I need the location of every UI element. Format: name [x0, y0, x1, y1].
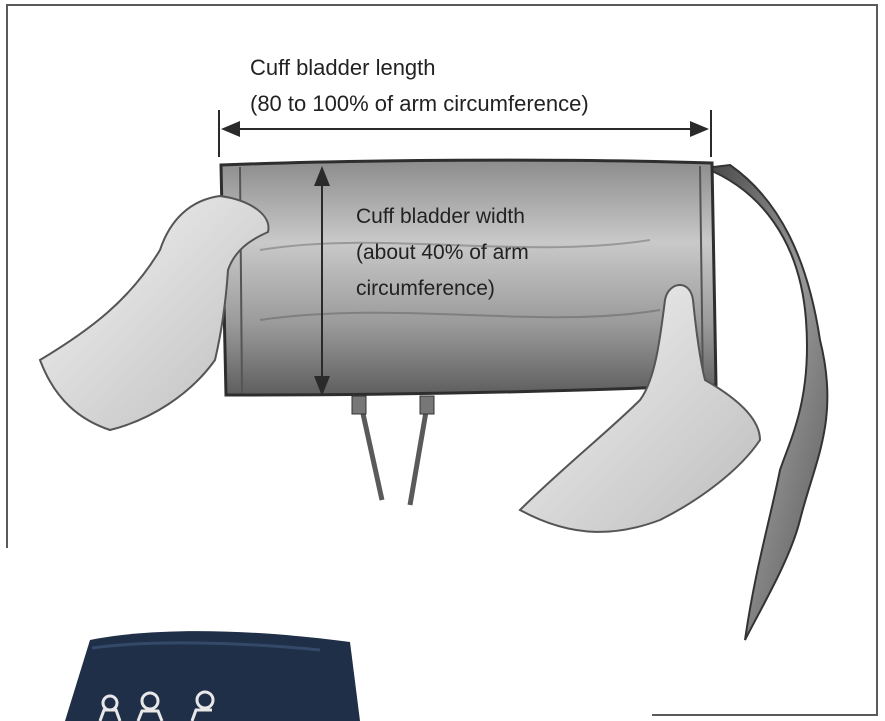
cuff-length-label-line1: Cuff bladder length: [250, 50, 589, 86]
cuff-width-label-line1: Cuff bladder width: [356, 199, 529, 235]
cuff-length-label-line2: (80 to 100% of arm circumference): [250, 86, 589, 122]
tube-connector-left: [352, 396, 366, 414]
cuff-width-label-line2: (about 40% of arm: [356, 235, 529, 271]
cuff-width-label: Cuff bladder width (about 40% of arm cir…: [356, 199, 529, 307]
tube-connector-right: [420, 396, 434, 414]
cuff-photo-panel: [0, 548, 652, 721]
cuff-photo: [0, 548, 652, 721]
cuff-tubes: [360, 400, 428, 505]
cuff-width-label-line3: circumference): [356, 271, 529, 307]
cuff-length-label: Cuff bladder length (80 to 100% of arm c…: [250, 50, 589, 122]
